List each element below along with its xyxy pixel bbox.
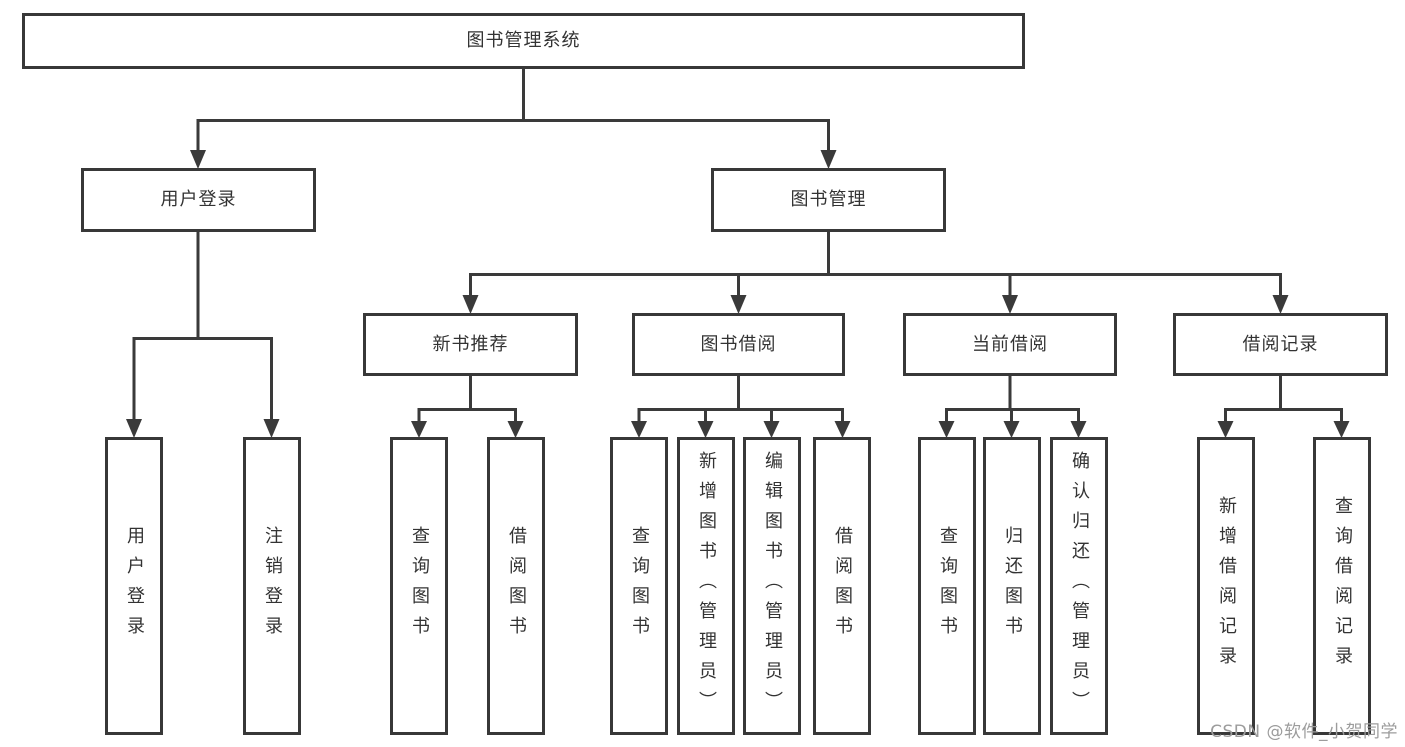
leaf-label: 归还图书 [1002, 526, 1023, 646]
csdn-watermark: CSDN @软件_小贺同学 [1210, 722, 1398, 742]
arrowhead [462, 295, 479, 314]
arrowhead [1002, 295, 1018, 314]
leaf-label: 借阅图书 [832, 526, 853, 646]
leaf-query-books: 查询图书 [918, 437, 976, 735]
leaf-label: 编辑图书（管理员） [762, 451, 783, 721]
leaf-label: 查询图书 [629, 526, 650, 646]
connector-borrow-records-children [1224, 376, 1343, 422]
leaf-label: 确认归还（管理员） [1069, 451, 1090, 721]
arrowhead [1333, 421, 1350, 438]
leaf-add-books-admin: 新增图书（管理员） [677, 437, 735, 735]
node-book-borrowing: 图书借阅 [632, 313, 845, 376]
leaf-user-login: 用户登录 [105, 437, 163, 735]
leaf-query-books: 查询图书 [390, 437, 448, 735]
leaf-label: 新增借阅记录 [1216, 496, 1237, 676]
arrowhead [763, 421, 780, 438]
leaf-label: 借阅图书 [506, 526, 527, 646]
leaf-confirm-return-admin: 确认归还（管理员） [1050, 437, 1108, 735]
arrowhead [631, 421, 647, 438]
leaf-label: 新增图书（管理员） [696, 451, 717, 721]
leaf-add-borrow-record: 新增借阅记录 [1197, 437, 1255, 735]
arrowhead [411, 421, 427, 438]
arrowhead [1217, 421, 1234, 438]
arrowhead [126, 419, 142, 438]
connector-new-book-rec-children [417, 376, 517, 422]
leaf-edit-books-admin: 编辑图书（管理员） [743, 437, 801, 735]
node-book-management: 图书管理 [711, 168, 946, 232]
node-current-borrowing: 当前借阅 [903, 313, 1117, 376]
arrowhead [190, 150, 206, 169]
arrowhead [820, 150, 837, 169]
arrowhead [263, 419, 280, 438]
arrowhead [1003, 421, 1020, 438]
node-user-login: 用户登录 [81, 168, 316, 232]
node-root-system: 图书管理系统 [22, 13, 1025, 69]
leaf-label: 用户登录 [124, 526, 145, 646]
leaf-logout: 注销登录 [243, 437, 301, 735]
connector-current-borrow-children [945, 376, 1080, 422]
arrowhead [697, 421, 714, 438]
arrowhead [1070, 421, 1087, 438]
leaf-return-books: 归还图书 [983, 437, 1041, 735]
node-borrowing-records: 借阅记录 [1173, 313, 1388, 376]
leaf-label: 查询图书 [937, 526, 958, 646]
leaf-query-books: 查询图书 [610, 437, 668, 735]
leaf-borrow-books: 借阅图书 [813, 437, 871, 735]
leaf-borrow-books: 借阅图书 [487, 437, 545, 735]
connector-book-mgmt-children [469, 232, 1282, 296]
arrowhead [507, 421, 524, 438]
connector-book-borrow-children [637, 376, 844, 422]
arrowhead [938, 421, 955, 438]
connector-user-login-children [132, 232, 273, 420]
arrowhead [1272, 295, 1289, 314]
arrowhead [730, 295, 747, 314]
leaf-label: 注销登录 [262, 526, 283, 646]
leaf-label: 查询借阅记录 [1332, 496, 1353, 676]
leaf-label: 查询图书 [409, 526, 430, 646]
node-new-book-recommend: 新书推荐 [363, 313, 578, 376]
leaf-query-borrow-record: 查询借阅记录 [1313, 437, 1371, 735]
arrowhead [834, 421, 851, 438]
connector-root-to-level2 [196, 69, 830, 151]
